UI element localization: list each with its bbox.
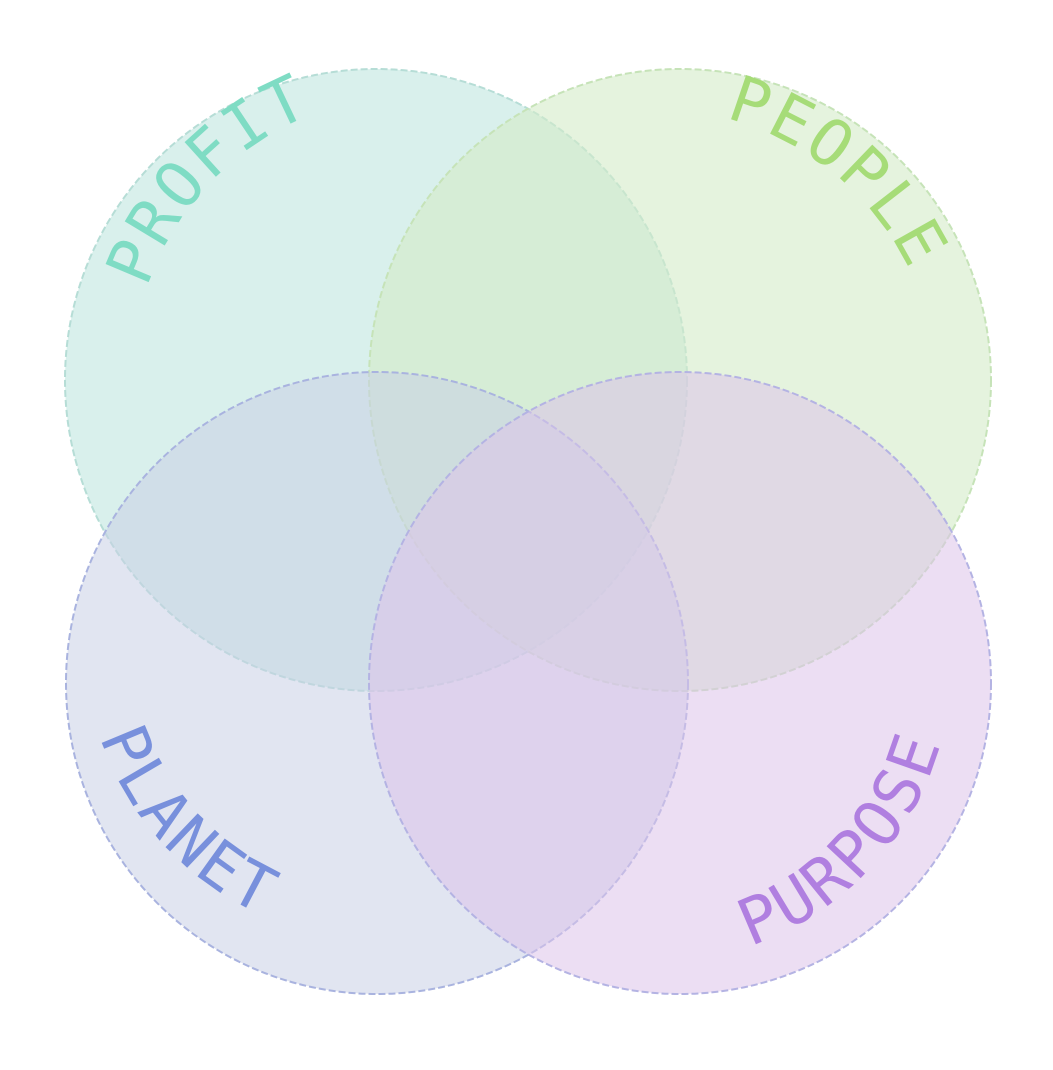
purpose-circle (368, 371, 992, 995)
